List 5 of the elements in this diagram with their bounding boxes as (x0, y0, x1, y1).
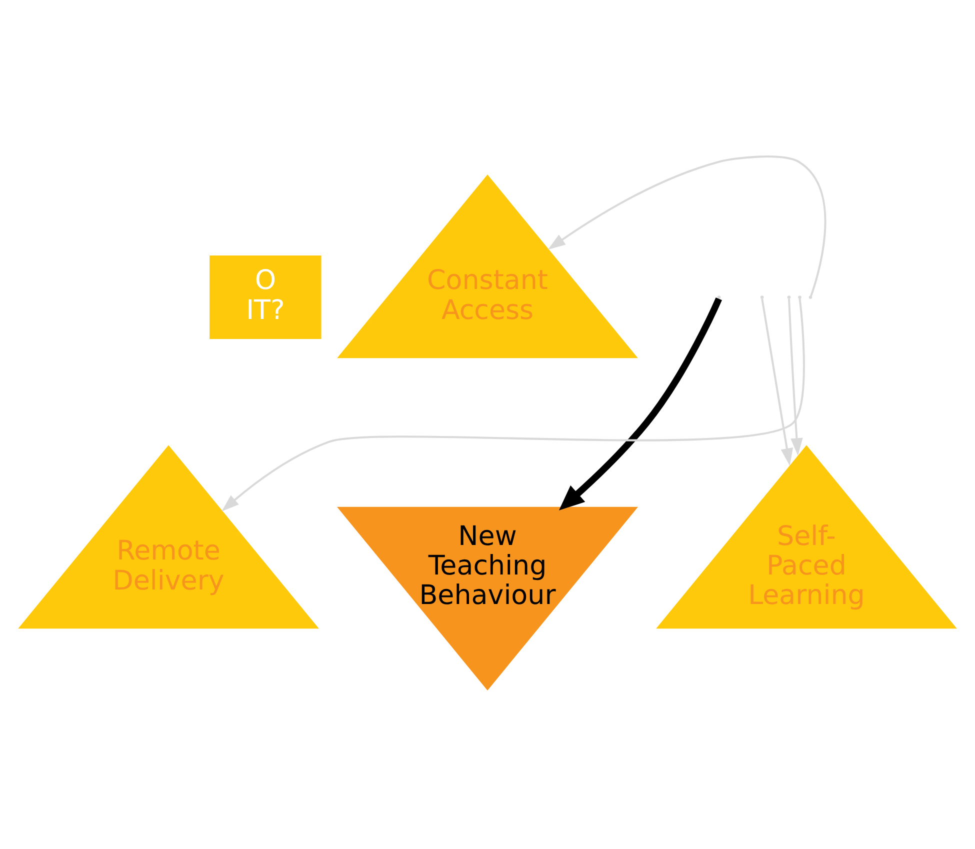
arrow (761, 298, 793, 466)
arrow (222, 298, 805, 511)
arrow (558, 296, 722, 510)
arrow (548, 155, 826, 296)
arrow (788, 298, 803, 456)
